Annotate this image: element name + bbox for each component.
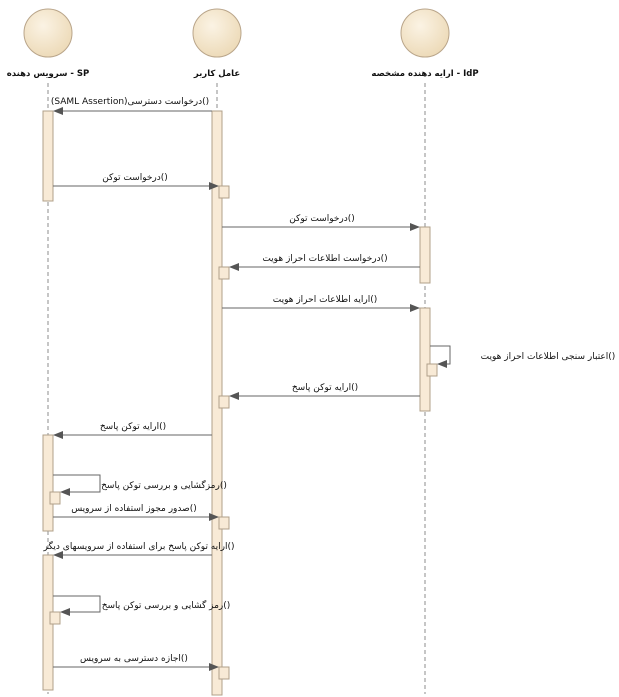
message-label-3: ()درخواست توکن [289,214,355,224]
actor-sp: SP - سرویس دهنده [7,8,90,79]
activation-idp-nested [426,363,438,377]
message-label-6: ()اعتبار سنجی اطلاعات احراز هویت [481,352,616,362]
activation-user-nested-2 [218,266,230,280]
activation-sp-1 [42,110,54,202]
activation-sp-nested-2 [49,611,61,625]
actor-user: عامل کاربر [192,8,242,79]
actor-sp-icon [23,8,73,58]
message-label-10: ()صدور مجوز استفاده از سرویس [71,504,197,514]
actor-idp: IdP - ارایه دهنده مشخصه [371,8,479,79]
message-label-4: ()درخواست اطلاعات احراز هویت [262,254,387,264]
message-label-7: ()ارایه توکن پاسخ [292,383,358,393]
message-label-13: ()اجازه دسترسی به سرویس [80,654,188,664]
lifeline-label-sp: SP - سرویس دهنده [7,69,90,79]
message-arrow-12 [53,595,101,616]
message-label-5: ()ارایه اطلاعات احراز هویت [273,295,378,305]
message-arrow-9 [53,474,101,496]
message-arrow-6 [430,345,451,368]
actor-user-icon [192,8,242,58]
message-label-2: ()درخواست توکن [102,173,168,183]
activation-idp-1 [419,226,431,284]
activation-sp-nested-1 [49,491,61,505]
lifeline-label-user: عامل کاربر [193,69,240,79]
lifeline-label-idp: IdP - ارایه دهنده مشخصه [371,69,478,79]
activation-user-nested-3 [218,395,230,409]
message-label-11: ()ارایه توکن پاسخ برای استفاده از سرویسه… [42,540,234,552]
message-label-1: ()درخواست دسترسی(SAML Assertion) [51,97,209,107]
activation-idp-2 [419,307,431,412]
message-label-9: ()رمزگشایی و بررسی توکن پاسخ [101,479,227,491]
activation-user-nested-1 [218,185,230,199]
message-label-8: ()ارایه توکن پاسخ [100,422,166,432]
message-label-12: ()رمز گشایی و بررسی توکن پاسخ [102,599,231,611]
activation-sp-2 [42,434,54,532]
activation-user-nested-4 [218,516,230,530]
actor-idp-icon [400,8,450,58]
activation-user-nested-5 [218,666,230,680]
